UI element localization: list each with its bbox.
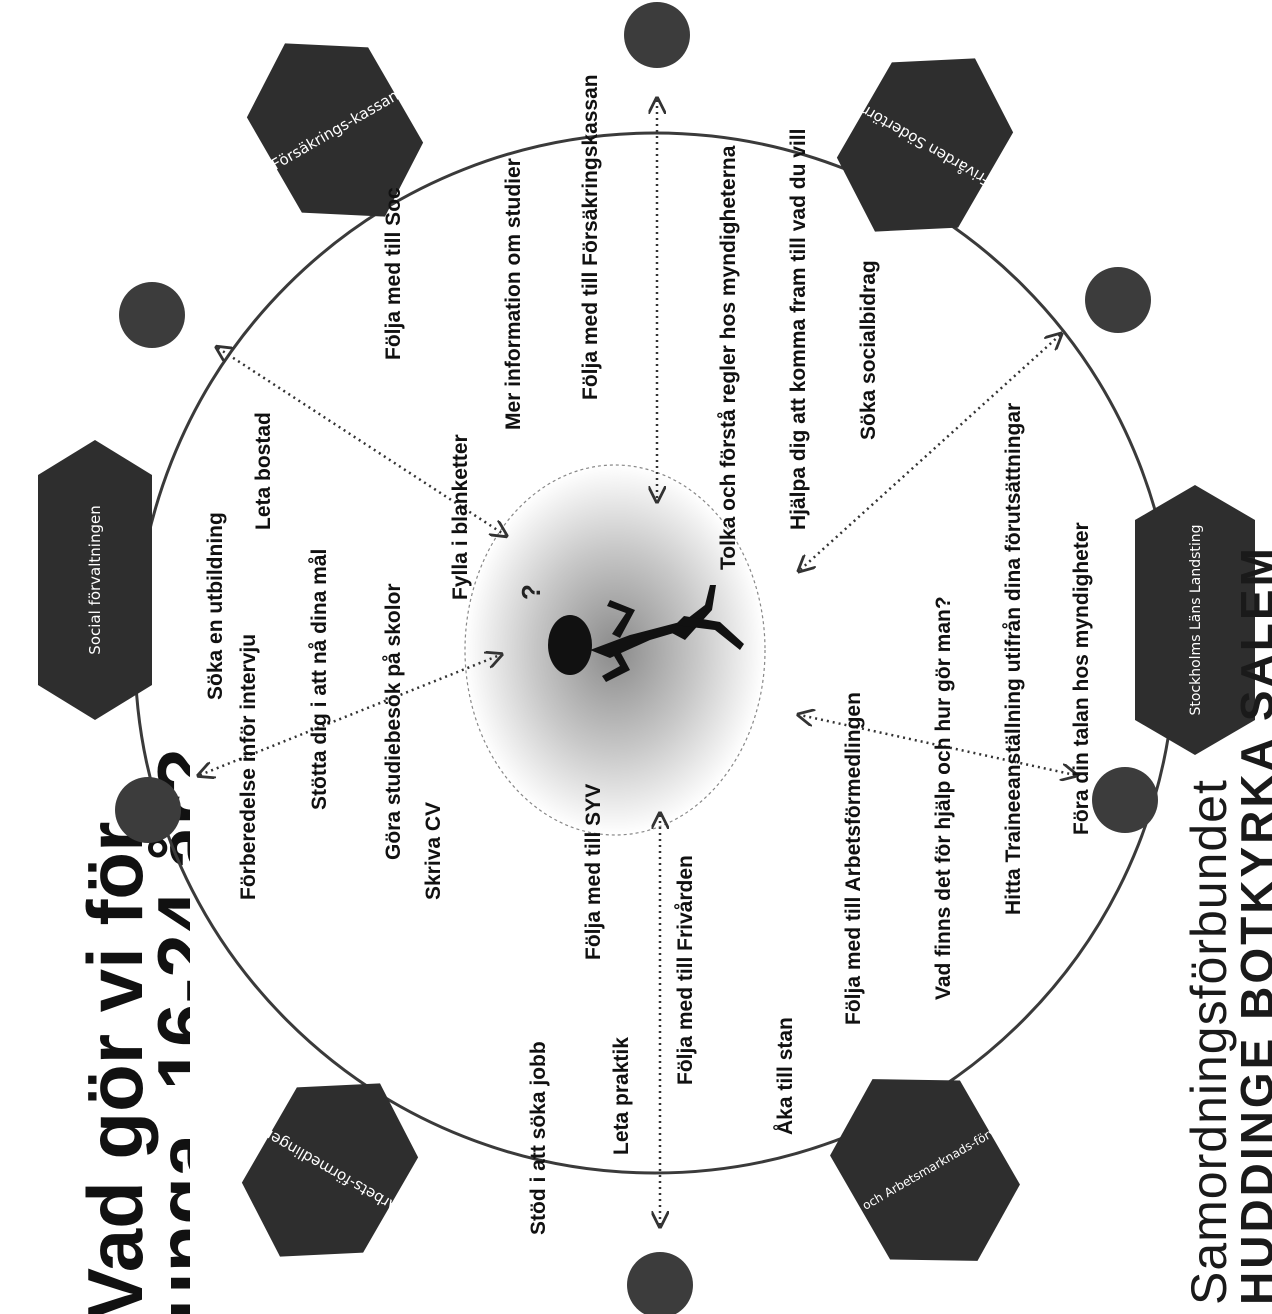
hexagon-social[interactable]: Social förvaltningen: [37, 440, 152, 720]
activity-10: Hjälpa dig att komma fram till vad du vi…: [787, 129, 810, 530]
activity-13: Följa med till SYV: [582, 784, 605, 960]
activity-17: Åka till stan: [773, 1017, 797, 1135]
arrows: [200, 100, 1075, 1225]
thinking-person-icon: [548, 585, 744, 682]
ring-node-bottom: [627, 1252, 693, 1314]
activity-2: Följa med till Soc: [382, 187, 405, 360]
activity-6: Fylla i blanketter: [449, 434, 472, 600]
activity-16: Följa med till Frivården: [674, 855, 697, 1085]
ring-node-lower-right: [1092, 767, 1158, 833]
activity-7: Mer information om studier: [502, 158, 525, 430]
ring-node-lower-left: [115, 777, 181, 843]
activity-4: Stötta dig i att nå dina mål: [308, 549, 331, 810]
activity-12: Skriva CV: [422, 802, 445, 900]
question-mark: ?: [516, 584, 546, 600]
hexagon-frivarden[interactable]: Frivården Södertörn: [811, 21, 1040, 269]
footer-area: Samordningsförbundet HUDDINGE BOTKYRKA S…: [1150, 0, 1272, 1314]
hexagon-social-label: Social förvaltningen: [86, 505, 104, 654]
hexagon-sll-label: Stockholms Läns Landsting: [1188, 524, 1204, 715]
activities: Söka en utbildning Leta bostad Följa med…: [204, 74, 1093, 1235]
activity-14: Stöd i att söka jobb: [527, 1041, 550, 1235]
hexagon-sll[interactable]: Stockholms Läns Landsting: [1135, 485, 1255, 755]
ring-node-top: [624, 2, 690, 68]
activity-18: Följa med till Arbetsförmedlingen: [842, 692, 865, 1025]
activity-9: Tolka och förstå regler hos myndighetern…: [717, 145, 740, 570]
activity-0: Söka en utbildning: [204, 512, 227, 700]
activity-11: Söka socialbidrag: [857, 260, 880, 440]
activity-20: Hitta Traineeanställning utifrån dina fö…: [1002, 403, 1025, 915]
arrow-lower-right: [800, 715, 1075, 775]
activity-3: Förberedelse inför intervju: [237, 634, 260, 900]
activity-8: Följa med till Försäkringskassan: [579, 74, 602, 400]
ring-node-upper-left: [119, 282, 185, 348]
ring-node-upper-right: [1085, 267, 1151, 333]
hexagon-uaf[interactable]: Utbildning och Arbetsmarknads-förvaltnin…: [754, 1011, 1096, 1314]
hexagon-forsakringskassan[interactable]: Försäkrings-kassan: [223, 7, 447, 252]
activity-21: Föra din talan hos myndigheter: [1070, 522, 1093, 835]
activity-19: Vad finns det för hjälp och hur gör man?: [932, 596, 955, 1000]
footer-line-2: HUDDINGE BOTKYRKA SALEM: [1231, 545, 1272, 1305]
activity-1: Leta bostad: [252, 412, 275, 530]
activity-15: Leta praktik: [610, 1037, 633, 1155]
arrow-upper-right: [800, 335, 1060, 570]
activity-5: Göra studiebesök på skolor: [382, 583, 405, 860]
hexagon-arbetsformedlingen[interactable]: Arbets-förmedlingen: [213, 1045, 446, 1295]
